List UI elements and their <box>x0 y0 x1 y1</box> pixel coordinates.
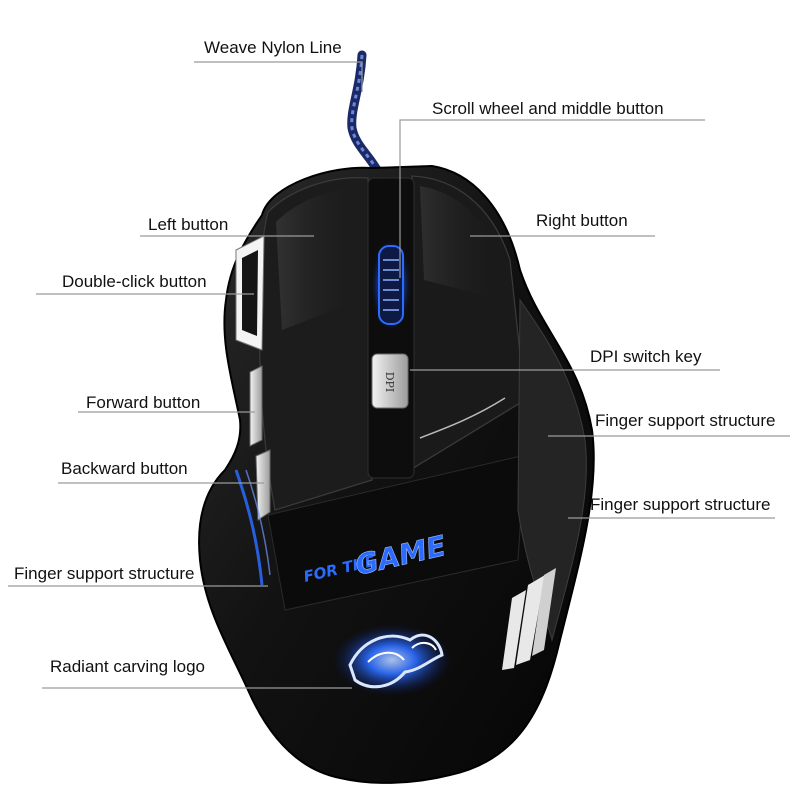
label-forward-button: Forward button <box>86 393 200 412</box>
double-click-button <box>235 235 265 351</box>
label-double-click-button: Double-click button <box>62 272 207 291</box>
nylon-cable <box>347 50 387 190</box>
label-radiant-carving-logo: Radiant carving logo <box>50 657 205 676</box>
label-dpi-switch-key: DPI switch key <box>590 347 702 366</box>
label-backward-button: Backward button <box>61 459 188 478</box>
label-scroll-wheel: Scroll wheel and middle button <box>432 99 664 118</box>
label-right-button: Right button <box>536 211 628 230</box>
label-left-button: Left button <box>148 215 228 234</box>
leader-lines <box>8 61 790 689</box>
label-finger-support-left: Finger support structure <box>14 564 194 583</box>
dpi-key-text: DPI <box>383 372 396 393</box>
backward-side-button <box>255 449 271 521</box>
right-grip-slots <box>502 568 556 670</box>
label-finger-support-right-lower: Finger support structure <box>590 495 770 514</box>
forward-side-button <box>249 365 263 447</box>
label-weave-nylon-line: Weave Nylon Line <box>204 38 342 57</box>
logo-band: FOR THE GAME <box>267 454 526 611</box>
mouse-body: DPI FOR THE GAME <box>198 164 595 784</box>
scroll-wheel <box>371 239 411 331</box>
dpi-key: DPI <box>371 353 409 409</box>
label-finger-support-right-upper: Finger support structure <box>595 411 775 430</box>
dragon-logo <box>332 624 452 696</box>
